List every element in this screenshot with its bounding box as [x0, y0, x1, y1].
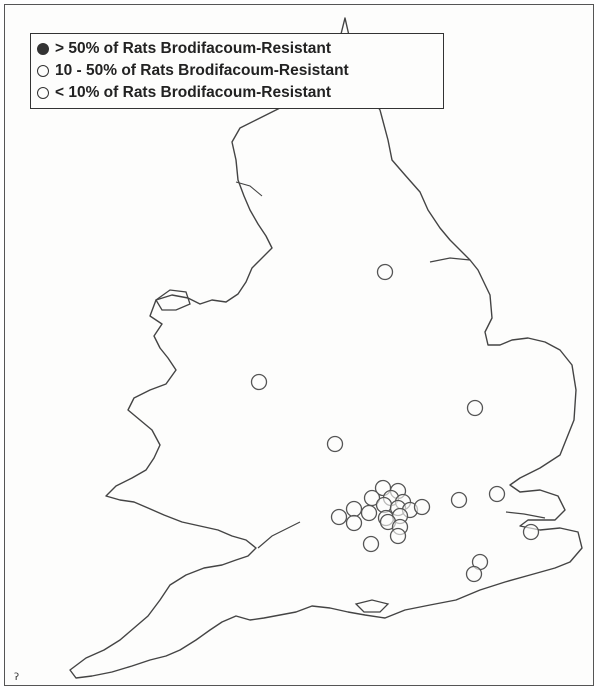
- humber-estuary: [429, 257, 471, 263]
- severn-estuary: [257, 521, 301, 549]
- survey-site-marker: [466, 399, 484, 417]
- survey-markers: [250, 263, 540, 583]
- survey-site-marker: [362, 535, 380, 553]
- survey-site-marker: [450, 491, 468, 509]
- survey-site-marker: [522, 523, 540, 541]
- isle-of-wight: [354, 599, 390, 613]
- legend-label-high: > 50% of Rats Brodifacoum-Resistant: [55, 40, 332, 57]
- survey-site-marker: [488, 485, 506, 503]
- survey-site-marker: [250, 373, 268, 391]
- anglesey: [155, 289, 191, 311]
- filled-circle-icon: [37, 43, 49, 55]
- legend-item-high: > 50% of Rats Brodifacoum-Resistant: [37, 38, 443, 60]
- survey-site-marker: [326, 435, 344, 453]
- open-circle-icon: [37, 87, 49, 99]
- legend-item-medium: 10 - 50% of Rats Brodifacoum-Resistant: [37, 60, 443, 82]
- thames-estuary: [505, 511, 546, 519]
- survey-site-marker: [389, 527, 407, 545]
- legend-label-low: < 10% of Rats Brodifacoum-Resistant: [55, 84, 332, 101]
- survey-site-marker: [360, 504, 378, 522]
- legend-item-low: < 10% of Rats Brodifacoum-Resistant: [37, 82, 443, 104]
- coastline: [69, 17, 583, 679]
- survey-site-marker: [376, 263, 394, 281]
- legend-label-medium: 10 - 50% of Rats Brodifacoum-Resistant: [55, 62, 349, 79]
- survey-site-marker: [345, 500, 363, 518]
- survey-site-marker: [465, 565, 483, 583]
- open-circle-icon: [37, 65, 49, 77]
- survey-site-marker: [413, 498, 431, 516]
- map-legend: > 50% of Rats Brodifacoum-Resistant 10 -…: [30, 33, 444, 109]
- morecambe-bay: [235, 181, 263, 197]
- survey-site-marker: [345, 514, 363, 532]
- corner-mark: ʔ: [14, 672, 20, 683]
- survey-site-marker: [330, 508, 348, 526]
